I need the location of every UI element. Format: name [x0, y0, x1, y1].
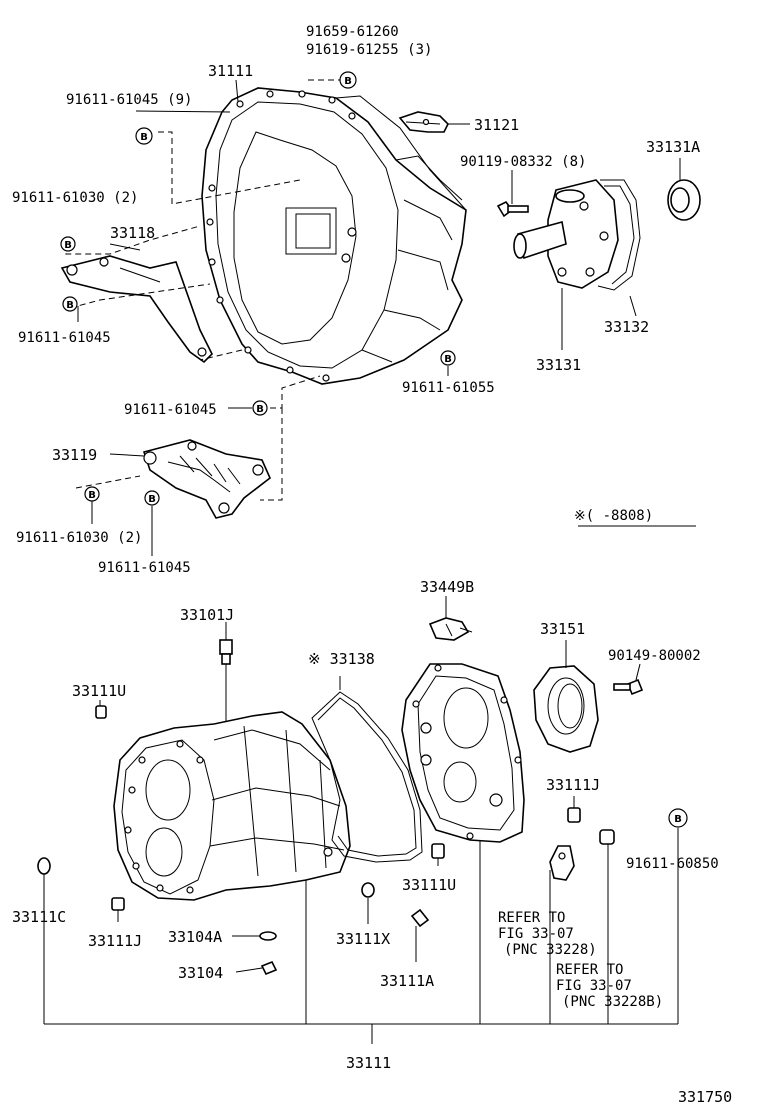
- label-91611-61045-c: 91611-61045: [98, 560, 191, 576]
- label-33111J-b: 33111J: [88, 932, 142, 950]
- bolt-mark-6: B: [252, 400, 268, 416]
- svg-text:B: B: [444, 354, 452, 365]
- refer-part-2: [599, 829, 615, 845]
- bolt-mark-2: B: [135, 127, 153, 145]
- label-91611-61045-a: 91611-61045: [18, 330, 111, 346]
- label-31111: 31111: [208, 62, 253, 80]
- label-33151: 33151: [540, 620, 585, 638]
- top-leader-lines: [77, 79, 696, 556]
- bolt-mark-1: B: [339, 71, 357, 89]
- plug-33104: [260, 960, 278, 976]
- label-91611-61055: 91611-61055: [402, 380, 495, 396]
- refer-part-1: [549, 845, 575, 881]
- bolt-mark-7: B: [84, 486, 100, 502]
- refer-note-2-line1: REFER TO: [556, 962, 623, 978]
- bracket-33118: [60, 255, 213, 364]
- gasket-33104A: [259, 931, 277, 941]
- label-33131: 33131: [536, 356, 581, 374]
- plug-33111X: [361, 882, 375, 898]
- bracket-33119: [142, 439, 271, 519]
- label-91611-60850: 91611-60850: [626, 856, 719, 872]
- clutch-housing-31111: [201, 87, 467, 385]
- label-91611-61030-2-bottom: 91611-61030 (2): [16, 530, 142, 546]
- gasket-33138: [311, 691, 423, 863]
- refer-note-2-line3: (PNC 33228B): [562, 994, 663, 1010]
- label-33111A: 33111A: [380, 972, 434, 990]
- svg-text:B: B: [88, 490, 96, 501]
- label-33119: 33119: [52, 446, 97, 464]
- transmission-case-left: [113, 711, 351, 901]
- label-33104A: 33104A: [168, 928, 222, 946]
- svg-text:B: B: [148, 494, 156, 505]
- figure-number: 331750: [678, 1088, 732, 1106]
- plate-31121: [398, 111, 449, 133]
- svg-text:B: B: [64, 240, 72, 251]
- bolt-mark-3: B: [60, 236, 76, 252]
- bolt-90119-08332: [496, 200, 529, 218]
- sensor-33449B: [428, 617, 473, 641]
- label-33131A: 33131A: [646, 138, 700, 156]
- svg-text:B: B: [256, 404, 264, 415]
- label-33111U-b: 33111U: [402, 876, 456, 894]
- plug-33111C: [37, 857, 51, 875]
- dowel-33111J-b: [111, 897, 125, 911]
- label-33111X: 33111X: [336, 930, 390, 948]
- label-33449B: 33449B: [420, 578, 474, 596]
- refer-note-2-line2: FIG 33-07: [556, 978, 632, 994]
- retainer-33131: [513, 179, 619, 289]
- svg-text:B: B: [140, 132, 148, 143]
- label-33132: 33132: [604, 318, 649, 336]
- label-33138: ※ 33138: [308, 650, 375, 668]
- label-33101J: 33101J: [180, 606, 234, 624]
- bolt-mark-4: B: [62, 296, 78, 312]
- svg-text:B: B: [344, 76, 352, 87]
- intermediate-plate: [401, 663, 525, 843]
- bottom-leader-lines: [43, 676, 679, 1044]
- date-range-note: ※( -8808): [574, 508, 653, 524]
- label-91619-61255: 91619-61255 (3): [306, 42, 432, 58]
- label-90119-08332: 90119-08332 (8): [460, 154, 586, 170]
- dowel-33111U-a: [95, 705, 107, 719]
- refer-note-1-line2: FIG 33-07: [498, 926, 574, 942]
- label-91611-61030-2-top: 91611-61030 (2): [12, 190, 138, 206]
- label-91659-61260: 91659-61260: [306, 24, 399, 40]
- refer-note-1-line3: (PNC 33228): [504, 942, 597, 958]
- label-91611-61045-9: 91611-61045 (9): [66, 92, 192, 108]
- label-33118: 33118: [110, 224, 155, 242]
- bolt-90149-80002: [613, 678, 644, 696]
- label-33111J-a: 33111J: [546, 776, 600, 794]
- bolt-mark-5: B: [440, 350, 456, 366]
- label-90149-80002: 90149-80002: [608, 648, 701, 664]
- bolt-mark-9: B: [668, 808, 688, 828]
- oil-seal-33131A: [667, 179, 701, 221]
- bolt-mark-8: B: [144, 490, 160, 506]
- dowel-33111U-b: [431, 843, 445, 859]
- svg-text:B: B: [66, 300, 74, 311]
- refer-note-1-line1: REFER TO: [498, 910, 565, 926]
- label-33111U-a: 33111U: [72, 682, 126, 700]
- label-33111-bottom: 33111: [346, 1054, 391, 1072]
- dowel-33111J-a: [567, 807, 581, 823]
- retainer-33151: [533, 665, 599, 753]
- gasket-33132: [597, 179, 641, 291]
- plug-33111A: [410, 908, 430, 928]
- label-33104: 33104: [178, 964, 223, 982]
- label-91611-61045-b: 91611-61045: [124, 402, 217, 418]
- label-33111C: 33111C: [12, 908, 66, 926]
- svg-text:B: B: [674, 814, 682, 825]
- label-31121: 31121: [474, 116, 519, 134]
- breather-33101J: [219, 639, 233, 665]
